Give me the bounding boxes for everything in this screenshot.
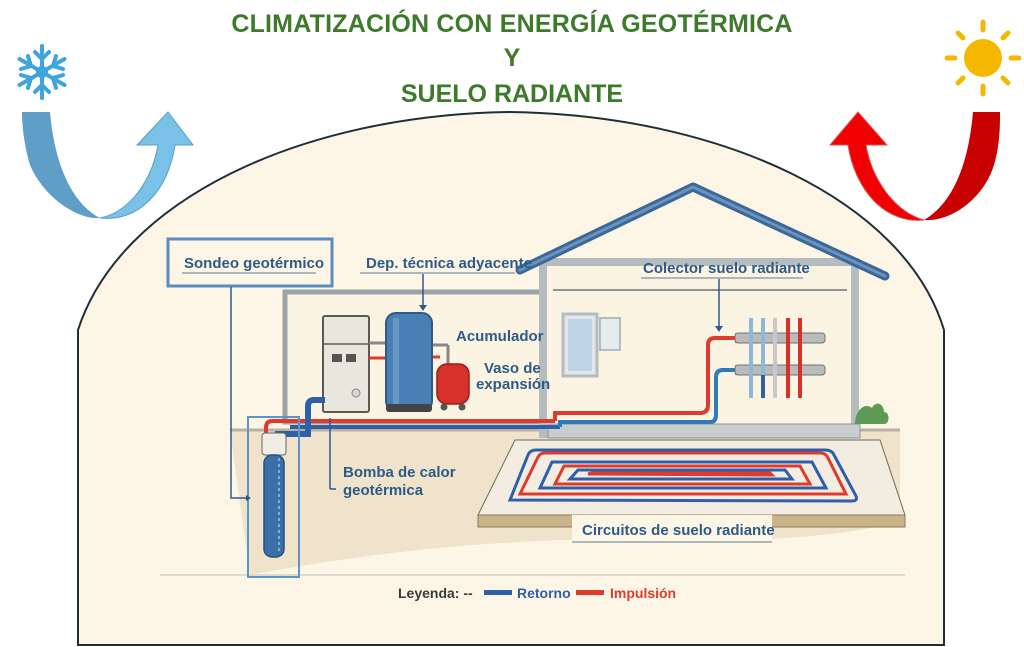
accumulator-tank — [385, 312, 433, 412]
legend-title: Leyenda: -- — [398, 585, 473, 601]
blue-u-turn-arrow — [22, 111, 195, 219]
snowflake-icon — [17, 44, 67, 100]
sun-icon — [944, 19, 1022, 97]
title-line-2: Y — [503, 44, 521, 72]
label-expansion-line1: Vaso de — [484, 360, 541, 377]
red-u-turn-arrow — [828, 111, 1000, 221]
floor-collector-manifold — [734, 318, 826, 398]
title-line-3: SUELO RADIANTE — [400, 80, 624, 108]
floor-label-box — [572, 515, 772, 545]
legend-swatch-return — [484, 590, 512, 595]
label-tech-room: Dep. técnica adyacente — [366, 255, 532, 272]
legend-swatch-supply — [576, 590, 604, 595]
label-heat-pump-line2: geotérmica — [343, 482, 424, 499]
legend-label-return: Retorno — [517, 585, 571, 601]
shrub — [855, 403, 889, 424]
legend: Leyenda: -- Retorno Impulsión — [398, 585, 676, 601]
probe-label-box — [166, 237, 334, 288]
label-floor-circuits: Circuitos de suelo radiante — [582, 522, 775, 539]
label-heat-pump-line1: Bomba de calor — [343, 464, 456, 481]
house — [515, 182, 890, 439]
label-probe: Sondeo geotérmico — [184, 255, 324, 272]
heat-pump-unit — [322, 315, 370, 413]
expansion-vessel — [436, 363, 470, 411]
label-expansion-line2: expansión — [476, 376, 550, 393]
radiant-floor-slab — [477, 439, 906, 528]
label-collector: Colector suelo radiante — [643, 260, 810, 277]
label-accumulator: Acumulador — [456, 328, 544, 345]
legend-label-supply: Impulsión — [610, 585, 676, 601]
title-line-1: CLIMATIZACIÓN CON ENERGÍA GEOTÉRMICA — [231, 10, 793, 38]
